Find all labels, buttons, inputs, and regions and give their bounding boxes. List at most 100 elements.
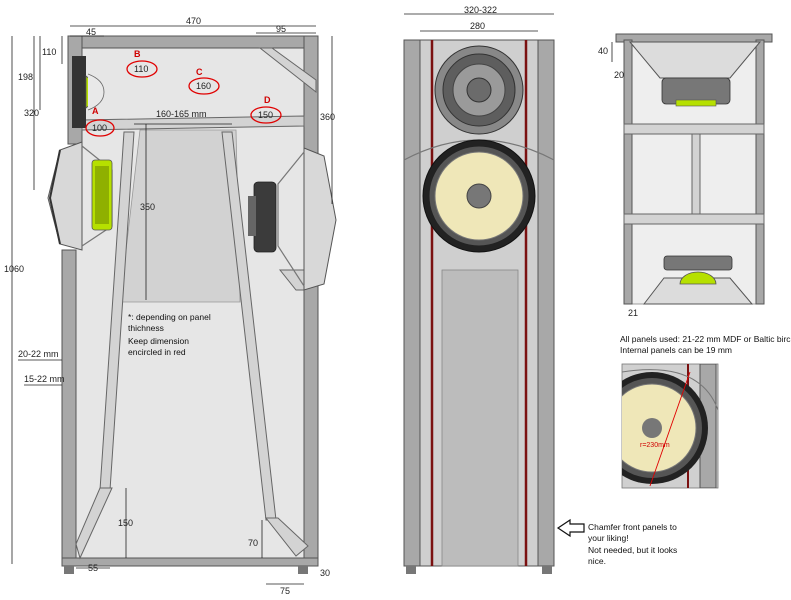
woofer-dust-cap — [466, 183, 492, 209]
foot-rear — [298, 566, 308, 574]
dim-150: 150 — [118, 518, 133, 528]
label-c-value: 160 — [196, 81, 211, 91]
inner-chamber — [119, 129, 241, 303]
woofer-front-side — [47, 141, 113, 251]
side-view-right: 40 20 21 All panels used: 21-22 mm MDF o… — [598, 33, 791, 355]
side-upper-basket — [628, 41, 762, 79]
front-foot-left — [406, 566, 416, 574]
dim-45: 45 — [86, 27, 96, 37]
inner-panel-right-foot — [264, 517, 309, 557]
woofer-surround-front — [48, 149, 61, 245]
note-chamfer-2: your liking! — [588, 533, 629, 543]
dim-198: 198 — [18, 72, 33, 82]
note-chamfer-4: nice. — [588, 556, 606, 566]
bottom-panel — [61, 557, 319, 567]
label-a-value: 100 — [92, 123, 107, 133]
dim-21: 21 — [628, 308, 638, 318]
label-b-circle — [126, 60, 158, 78]
woofer-pole-rear — [248, 196, 256, 236]
tweeter-side — [72, 56, 105, 128]
woofer-magnet-rear — [253, 181, 277, 253]
side-lower-dome — [679, 271, 717, 285]
side-lower-magnet — [663, 255, 733, 271]
dim-1060: 1060 — [4, 264, 24, 274]
dim-75: 75 — [280, 586, 290, 596]
dim-20: 20 — [614, 70, 624, 80]
inset-woofer-cap — [642, 418, 662, 438]
dim-15-22: 15-22 mm — [24, 374, 65, 384]
dim-320-322: 320-322 — [464, 5, 497, 15]
note-thickness-2: thichness — [128, 323, 164, 333]
front-panel-lower — [61, 249, 77, 565]
dim-320: 320 — [24, 108, 39, 118]
front-side-right — [537, 39, 555, 567]
tweeter-rear — [87, 73, 105, 111]
note-chamfer-1: Chamfer front panels to — [588, 522, 677, 532]
label-c: C 160 — [188, 67, 220, 95]
label-c-circle — [188, 77, 220, 95]
inner-panel-left-foot — [75, 487, 113, 560]
side-center-post — [691, 133, 701, 215]
side-top-panel — [615, 33, 773, 43]
note-keep-2: encircled in red — [128, 347, 186, 357]
label-c-letter: C — [196, 67, 203, 77]
upper-driver-dome — [466, 77, 492, 103]
note-chamfer-3: Not needed, but it looks — [588, 545, 677, 555]
label-b-letter: B — [134, 49, 141, 59]
label-d-value: 150 — [258, 110, 273, 120]
dim-360: 360 — [320, 112, 335, 122]
inset-radius-line — [649, 371, 691, 487]
dim-40: 40 — [598, 46, 608, 56]
dim-20-22: 20-22 mm — [18, 349, 59, 359]
front-lower-panel — [441, 269, 519, 567]
front-woofer — [422, 139, 536, 253]
woofer-rear-side — [248, 147, 337, 291]
note-panels-1: All panels used: 21-22 mm MDF or Baltic … — [620, 334, 791, 344]
tweeter-mount — [72, 56, 86, 128]
note-panels-2: Internal panels can be 19 mm — [620, 345, 732, 355]
top-brace — [258, 47, 317, 94]
side-brace-1 — [623, 123, 765, 135]
label-d-circle — [250, 106, 282, 124]
dim-110: 110 — [42, 47, 56, 57]
foot-front — [64, 566, 74, 574]
dim-55: 55 — [88, 563, 98, 573]
top-panel — [69, 35, 317, 49]
woofer-basket-rear — [277, 151, 305, 287]
woofer-cone-rear — [303, 147, 337, 291]
label-a-circle — [85, 119, 115, 137]
woofer-cone-front — [47, 141, 83, 251]
label-a: A 100 — [85, 106, 115, 137]
label-b: B 110 — [126, 49, 158, 78]
side-section-view: 470 45 95 110 198 320 1060 360 350 160-1… — [4, 16, 337, 596]
dim-95: 95 — [276, 24, 286, 34]
inset-radius-label: r=230mm — [640, 442, 670, 449]
dim-70: 70 — [248, 538, 258, 548]
dim-470: 470 — [186, 16, 201, 26]
label-d: D 150 — [250, 95, 282, 124]
inset-chamfer-curve — [622, 369, 718, 411]
front-side-left — [403, 39, 421, 567]
label-d-letter: D — [264, 95, 271, 105]
side-right-panel — [755, 39, 765, 305]
note-thickness-1: *: depending on panel — [128, 312, 211, 322]
front-upper-driver — [434, 45, 524, 135]
detail-inset: r=230mm — [621, 363, 719, 489]
side-upper-accent — [675, 99, 717, 107]
dim-30: 30 — [320, 568, 330, 578]
front-view: 320-322 280 Chamfer front panels to your… — [403, 5, 677, 574]
side-brace-2 — [623, 213, 765, 225]
front-foot-right — [542, 566, 552, 574]
back-panel — [303, 35, 319, 565]
side-left-panel — [623, 39, 633, 305]
dim-280: 280 — [470, 21, 485, 31]
woofer-magnet-core — [95, 166, 109, 224]
note-keep-1: Keep dimension — [128, 336, 189, 346]
side-lower-basket — [642, 277, 754, 305]
label-b-value: 110 — [134, 64, 148, 74]
label-a-letter: A — [92, 106, 99, 116]
chamfer-arrow — [556, 518, 585, 538]
dim-350: 350 — [140, 202, 155, 212]
dim-160-165: 160-165 mm — [156, 109, 207, 119]
